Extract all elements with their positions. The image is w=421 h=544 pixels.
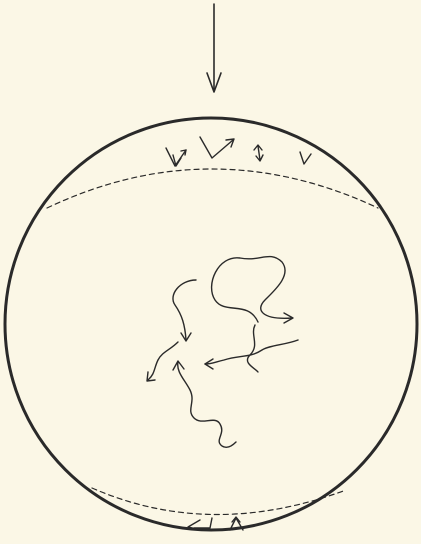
interior-random-walk-paths — [147, 257, 298, 448]
upper-dashed-boundary — [47, 169, 378, 208]
surface-molecule-arrows-top — [166, 137, 311, 166]
incoming-arrow — [207, 4, 221, 92]
sphere-outline — [5, 118, 417, 530]
lower-dashed-boundary — [92, 488, 346, 515]
